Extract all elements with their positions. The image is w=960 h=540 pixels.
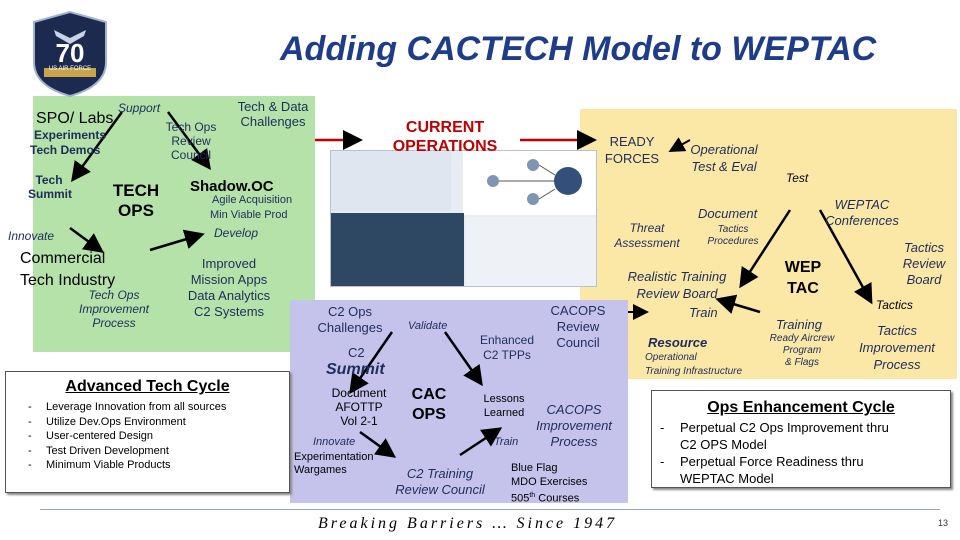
spo-labs-label: SPO/ Labs — [36, 110, 113, 128]
innovate-label-center: Innovate — [313, 436, 355, 448]
fifth-courses-label: 505th Courses — [511, 489, 587, 506]
footer-divider — [40, 509, 940, 510]
list-item: Test Driven Development — [28, 444, 289, 459]
resource-label: Resource — [648, 335, 707, 350]
collage-ops-table — [466, 217, 596, 286]
advanced-tech-cycle-heading: Advanced Tech Cycle — [6, 378, 289, 396]
tactics-label: Tactics — [876, 298, 913, 312]
support-label: Support — [118, 101, 160, 115]
tech-demos-label: Tech Demos — [30, 143, 100, 157]
validate-label: Validate — [408, 320, 447, 332]
list-item: Leverage Innovation from all sources — [28, 400, 289, 415]
collage-doc-panel — [331, 151, 451, 211]
innovate-label-left: Innovate — [8, 229, 54, 243]
collage-ops-center-photo — [331, 213, 464, 286]
summit-label: Summit — [326, 361, 385, 379]
shadow-oc-label: Shadow.OC — [190, 178, 274, 195]
develop-label: Develop — [214, 226, 258, 240]
ops-enhancement-cycle-box: Ops Enhancement Cycle Perpetual C2 Ops I… — [651, 390, 951, 488]
current-operations-collage — [330, 150, 597, 287]
list-item: Utilize Dev.Ops Environment — [28, 415, 289, 430]
c2-label: C2 — [348, 345, 365, 360]
advanced-tech-cycle-list: Leverage Innovation from all sources Uti… — [28, 400, 289, 473]
train-label-center: Train — [494, 436, 518, 448]
test-label: Test — [786, 171, 808, 185]
experiments-label: Experiments — [34, 128, 106, 142]
collage-network-icon — [463, 151, 596, 215]
advanced-tech-cycle-box: Advanced Tech Cycle Leverage Innovation … — [5, 371, 290, 493]
min-viable-prod-label: Min Viable Prod — [210, 209, 287, 221]
commercial-label: Commercial — [20, 250, 105, 268]
ops-enhancement-cycle-heading: Ops Enhancement Cycle — [652, 399, 950, 417]
footer-tagline: Breaking Barriers … Since 1947 — [318, 515, 617, 533]
agile-acquisition-label: Agile Acquisition — [212, 194, 292, 206]
list-item: Minimum Viable Products — [28, 458, 289, 473]
document-label: Document — [698, 206, 757, 221]
training-label: Training — [776, 317, 822, 332]
list-item: User-centered Design — [28, 429, 289, 444]
train-label-right: Train — [689, 305, 718, 320]
page-number: 13 — [938, 518, 948, 528]
